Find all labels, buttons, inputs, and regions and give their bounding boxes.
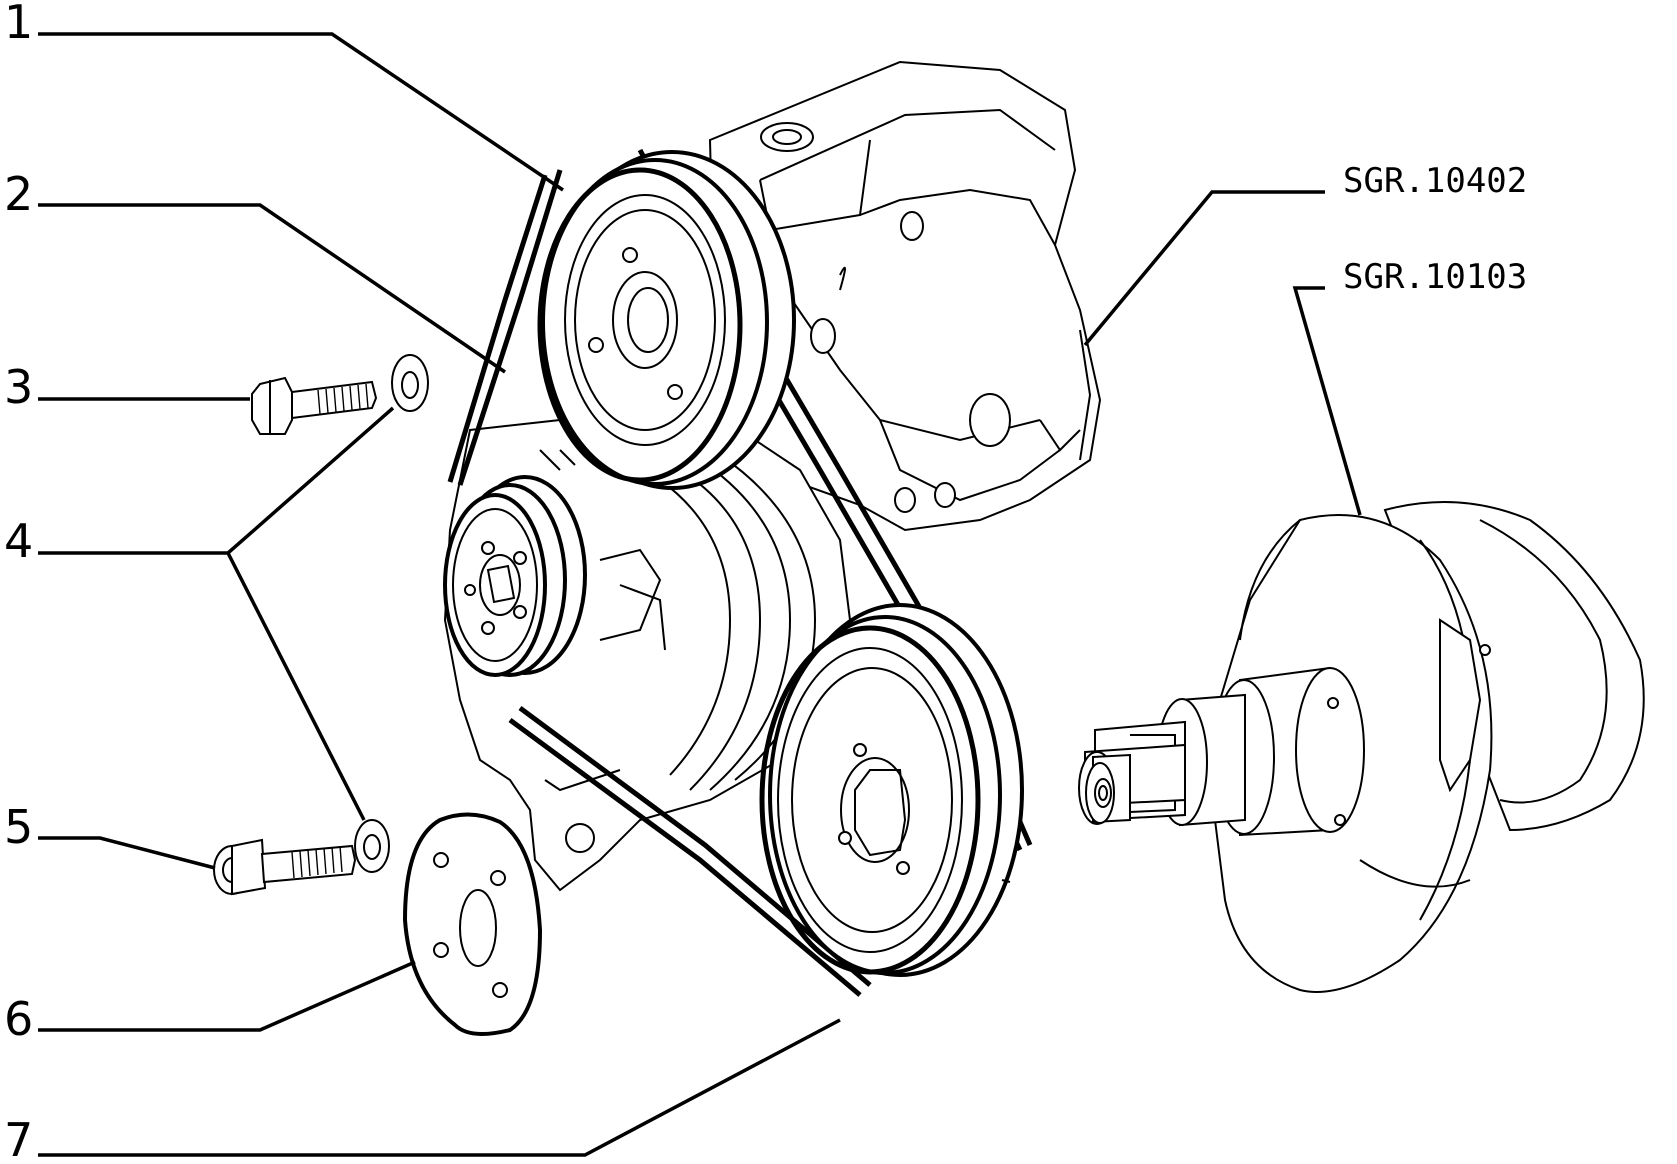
callout-6: 6	[4, 992, 33, 1046]
part-3-bolt	[251, 376, 378, 435]
callout-5: 5	[4, 800, 33, 854]
ref-sgr-10103: SGR.10103	[1343, 257, 1527, 297]
part-4-washer-upper	[391, 354, 429, 412]
leader-5	[38, 836, 216, 870]
part-5-bolt	[213, 838, 357, 896]
reference-labels: SGR.10402 SGR.10103	[1343, 161, 1527, 297]
leader-7	[38, 1018, 841, 1157]
leader-6	[38, 960, 416, 1032]
leader-sgr-10103	[1292, 286, 1362, 516]
leader-2	[38, 203, 506, 374]
callout-labels: 1 2 3 4 5 6 7	[4, 0, 33, 1164]
leader-4a	[38, 406, 395, 555]
leader-lines	[38, 32, 1362, 1157]
part-4-washer-lower	[354, 819, 390, 873]
alternator-pulley	[443, 475, 587, 677]
callout-7: 7	[4, 1113, 33, 1159]
crankshaft-pulley	[759, 603, 1024, 977]
power-steering-pump	[698, 60, 1102, 532]
pump-pulley	[537, 150, 796, 490]
part-6-flange	[402, 812, 543, 1036]
leader-4b	[226, 552, 366, 821]
callout-2: 2	[4, 167, 33, 221]
callout-3: 3	[4, 360, 33, 414]
leader-1	[38, 32, 564, 192]
callout-4: 4	[4, 514, 33, 568]
leader-sgr-10402	[1083, 190, 1325, 347]
crankshaft	[1078, 501, 1645, 993]
ref-sgr-10402: SGR.10402	[1343, 161, 1527, 201]
callout-1: 1	[4, 0, 33, 49]
